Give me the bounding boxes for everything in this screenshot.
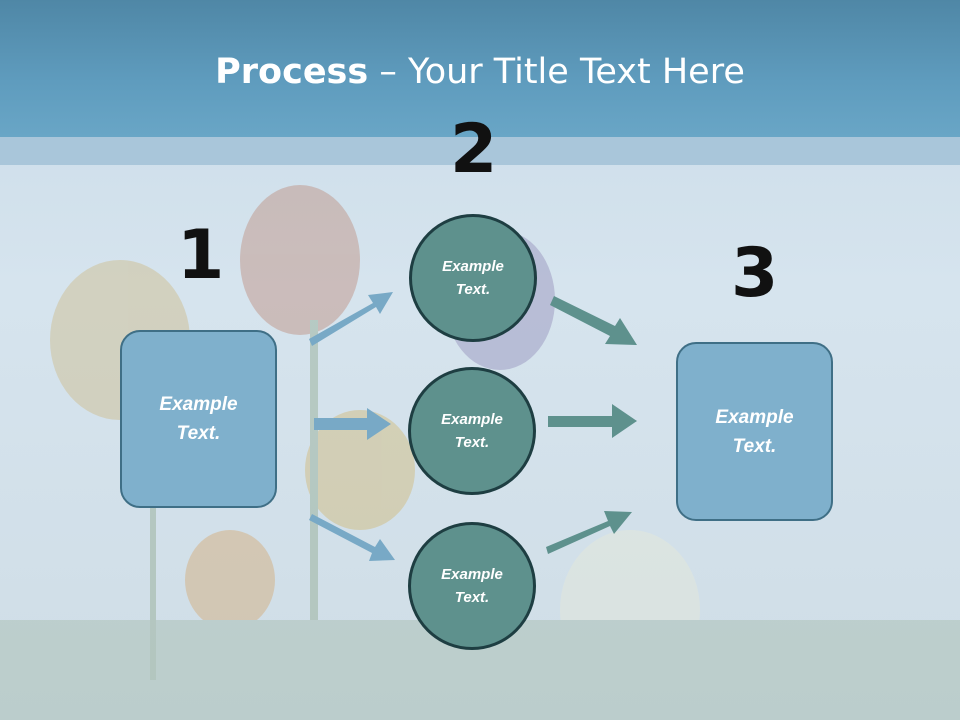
step-number-3: 3: [731, 234, 779, 313]
stem-shape: [150, 420, 156, 680]
flower-shape: [185, 530, 275, 630]
arrow-right-right: [548, 404, 637, 438]
right-arrows: [546, 296, 637, 554]
step-number-2: 2: [450, 110, 498, 189]
right-box: Example Text.: [676, 342, 833, 521]
arrow-up-right-left: [309, 292, 393, 346]
arrow-right-left: [314, 408, 391, 440]
daffodil-shape: [560, 530, 700, 690]
slide-title: Process – Your Title Text Here: [0, 52, 960, 92]
arrow-down-right-left: [309, 514, 395, 561]
header-bar: [0, 0, 960, 137]
stem-shape: [310, 320, 318, 620]
header-band: [0, 137, 960, 165]
circle-bottom: Example Text.: [408, 522, 536, 650]
circle-bottom-text: Example Text.: [441, 566, 503, 606]
step-number-1: 1: [177, 216, 225, 295]
chick-shape: [240, 645, 360, 720]
tulip-shape: [240, 185, 360, 335]
left-arrows: [309, 292, 395, 561]
left-box-text: Example Text.: [159, 394, 238, 444]
daffodil-shape: [305, 410, 415, 530]
arrow-down-right-right: [550, 296, 637, 345]
circle-middle-text: Example Text.: [441, 411, 503, 451]
arrow-up-right-right: [546, 511, 632, 554]
right-box-text: Example Text.: [715, 406, 794, 457]
circle-top: Example Text.: [409, 214, 537, 342]
circle-middle: Example Text.: [408, 367, 536, 495]
title-rest: – Your Title Text Here: [368, 52, 745, 92]
title-bold: Process: [215, 52, 369, 92]
circle-top-text: Example Text.: [442, 258, 504, 298]
left-box: Example Text.: [120, 330, 277, 508]
